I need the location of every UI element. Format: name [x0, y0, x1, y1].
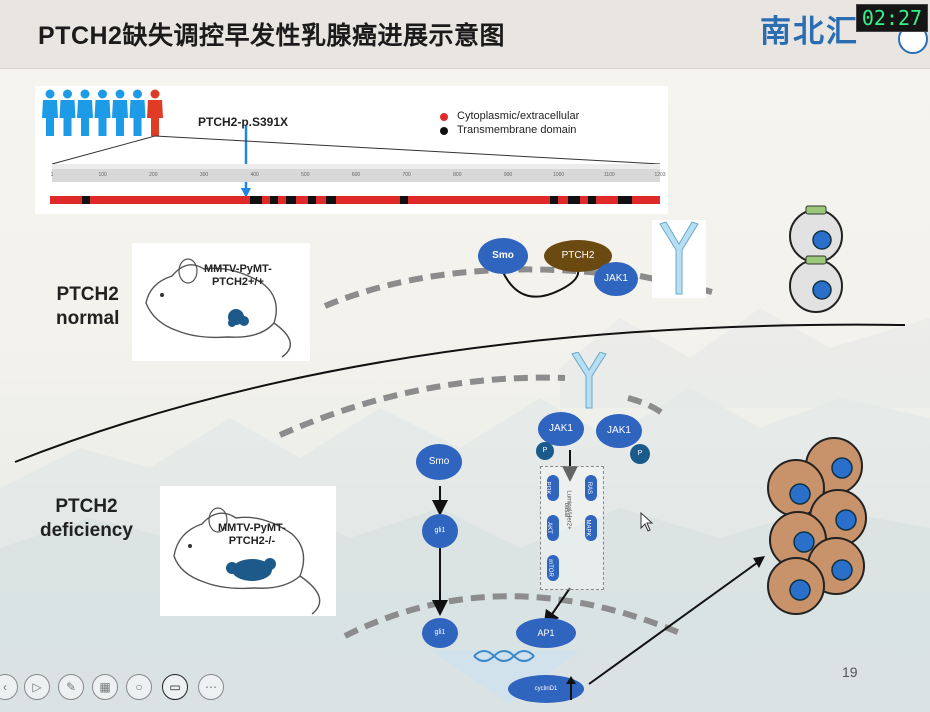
- mouse-cursor-icon: [640, 512, 654, 532]
- deficiency-mouse-label: MMTV-PyMT- PTCH2-/-: [218, 522, 286, 548]
- axis-tick-label: 400: [250, 172, 259, 178]
- deficiency-mouse-panel: MMTV-PyMT- PTCH2-/-: [160, 486, 336, 616]
- smo-ptch2-link-icon: [501, 269, 580, 298]
- zoom-icon[interactable]: ○: [126, 674, 152, 700]
- pi3k-node: [547, 475, 559, 501]
- normal-section-label: PTCH2 normal: [56, 283, 119, 331]
- receptor-panel: [652, 220, 706, 298]
- gli1-top-node: gli1: [422, 514, 458, 548]
- axis-tick-label: 1000: [553, 172, 564, 178]
- deficiency-label-line1: PTCH2: [55, 496, 118, 517]
- mutation-label: PTCH2-p.S391X: [198, 115, 289, 129]
- ras-node: [585, 475, 597, 501]
- pi3k-label: PI3K: [544, 481, 551, 495]
- mapk-label: MAPK: [584, 519, 591, 537]
- person-icon: [42, 89, 58, 136]
- divider-curves: [14, 266, 906, 639]
- deficiency-jak1-left: JAK1: [538, 412, 584, 446]
- normal-mouse-panel: MMTV-PyMT- PTCH2+/+: [132, 243, 310, 361]
- mouse-label-line2: PTCH2-/-: [228, 535, 276, 547]
- axis-tick-label: 100: [98, 172, 107, 178]
- deficiency-receptor: [566, 351, 616, 410]
- axis-tick-label: 500: [301, 172, 310, 178]
- person-icon: [77, 89, 93, 136]
- red-dot-icon: [440, 113, 448, 121]
- axis-tick-label: 1: [51, 172, 54, 178]
- more-icon[interactable]: ⋯: [198, 674, 224, 700]
- person-icon: [129, 89, 146, 136]
- mapk-node: [585, 515, 597, 541]
- deficiency-smo-node: Smo: [416, 444, 462, 480]
- axis-tick-label: 700: [402, 172, 411, 178]
- ap1-node: AP1: [516, 618, 576, 648]
- grid-icon[interactable]: ▦: [92, 674, 118, 700]
- mouse-icon: [145, 258, 291, 358]
- person-icon: [112, 89, 128, 136]
- deficiency-label-line2: deficiency: [40, 520, 133, 541]
- normal-cells-icon: [789, 205, 843, 313]
- axis-tick-label: 300: [200, 172, 209, 178]
- axis-tick-label: 800: [453, 172, 462, 178]
- page-number: 19: [842, 664, 858, 680]
- akt-label: AKT: [545, 522, 552, 534]
- signaling-box: PI3K AKT mTOR Luminal/Her2+ basal RAS MA…: [540, 466, 604, 590]
- nucleus-dna-region: [430, 650, 580, 704]
- legend-label: Cytoplasmic/extracellular: [457, 110, 580, 122]
- normal-mouse-label: MMTV-PyMT- PTCH2+/+: [204, 263, 272, 289]
- mouse-icon: [173, 507, 321, 615]
- receptor-icon: [571, 351, 607, 409]
- mtor-node: [547, 555, 559, 581]
- axis-tick-label: 1100: [604, 172, 615, 178]
- logo: 南北汇: [760, 14, 859, 50]
- person-icon: [94, 89, 111, 136]
- deficiency-arrows: [432, 450, 578, 627]
- prev-icon[interactable]: ‹: [0, 674, 18, 700]
- person-icon: [147, 89, 163, 136]
- play-icon[interactable]: ▷: [24, 674, 50, 700]
- receptor-icon: [659, 221, 699, 295]
- akt-node: [547, 515, 559, 541]
- axis-tick-label: 600: [352, 172, 361, 178]
- normal-label-line2: normal: [56, 308, 120, 329]
- black-dot-icon: [440, 127, 448, 135]
- axis-tick-label: 900: [504, 172, 513, 178]
- legend-label: Transmembrane domain: [457, 124, 577, 136]
- proliferation-arrow-icon: [588, 556, 765, 685]
- mouse-label-line1: MMTV-PyMT-: [204, 263, 272, 275]
- box-label-basal: basal: [563, 502, 570, 518]
- gli1-bottom-node: gli1: [422, 618, 458, 648]
- slide-header: [0, 0, 930, 69]
- ras-label: RAS: [586, 481, 593, 495]
- axis-tick-label: 200: [149, 172, 158, 178]
- people-row: [42, 88, 172, 143]
- mouse-label-line1: MMTV-PyMT-: [218, 522, 286, 534]
- deficiency-section-label: PTCH2 deficiency: [40, 495, 133, 543]
- normal-jak1-node: JAK1: [594, 262, 638, 296]
- pen-icon[interactable]: ✎: [58, 674, 84, 700]
- normal-label-line1: PTCH2: [56, 284, 119, 305]
- person-icon: [59, 89, 76, 136]
- deficiency-jak1-right: JAK1: [596, 414, 642, 448]
- slide-title: PTCH2缺失调控早发性乳腺癌进展示意图: [38, 22, 505, 50]
- camera-icon[interactable]: ▭: [162, 674, 188, 700]
- timer-display: 02:27: [856, 4, 928, 32]
- axis-tick-label: 1203: [654, 172, 665, 178]
- phospho-p-left: P: [536, 442, 554, 460]
- tumor-cells-icon: [767, 437, 867, 615]
- presentation-toolbar: ‹ ▷ ✎ ▦ ○ ▭ ⋯: [0, 674, 230, 704]
- upregulation-arrow-icon: [566, 676, 576, 700]
- phospho-p-right: P: [630, 444, 650, 464]
- mtor-label: mTOR: [546, 559, 553, 577]
- mouse-label-line2: PTCH2+/+: [211, 276, 264, 288]
- normal-smo-node: Smo: [478, 238, 528, 274]
